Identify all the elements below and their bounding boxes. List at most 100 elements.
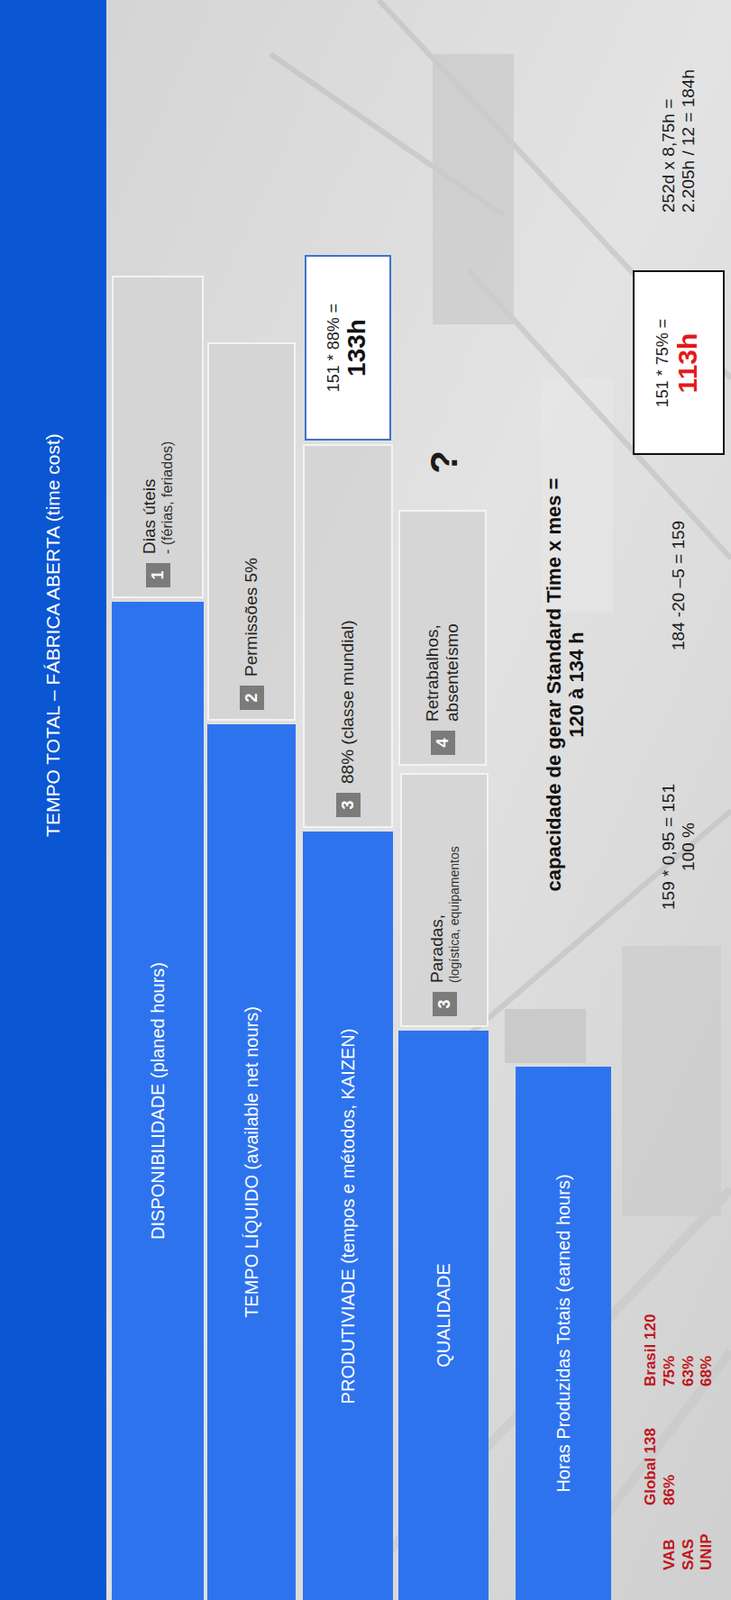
label-frame: ? <box>401 419 487 505</box>
text-frame: TEMPO TOTAL – FÁBRICA ABERTA (time cost) <box>0 0 107 1600</box>
node-text: TEMPO LÍQUIDO (available net nours) <box>241 1006 263 1319</box>
table-cell: 68% <box>697 1279 716 1388</box>
time-bar: PRODUTIVIADE (tempos e métodos, KAIZEN) <box>302 831 393 1600</box>
photo-shape <box>621 946 722 1217</box>
node-text: - (férias, feriados) <box>159 441 176 555</box>
text-stack: Horas Produzidas Totais (earned hours) <box>553 1174 575 1493</box>
node-text: 3 <box>435 1000 455 1010</box>
photo-shape <box>504 1009 586 1064</box>
note-text: 120 à 134 h <box>565 631 588 738</box>
loss-box: Dias úteis- (férias, feriados) 1 <box>111 275 204 599</box>
calc-note: 184 -20 –5 = 159 <box>630 464 727 708</box>
node-text: 151 * 88% = <box>324 303 344 393</box>
question-mark: ? <box>401 419 487 505</box>
note-text: 159 * 0,95 = 151 <box>658 784 679 911</box>
table-cell: 75% <box>660 1279 679 1388</box>
capacity-note: capacidade de gerar Standard Time x mes … <box>520 342 610 1028</box>
result-box: 151 * 88% =133h <box>304 255 392 441</box>
node-text: 133h <box>342 319 372 377</box>
note-text: ? <box>421 450 466 475</box>
note-text: 100 % <box>678 822 699 872</box>
note-text: 184 -20 –5 = 159 <box>668 520 689 651</box>
calc-note: 159 * 0,95 = 151100 % <box>630 721 727 974</box>
text-stack: 151 * 88% =133h <box>324 303 373 393</box>
text-frame: 151 * 75% =113h <box>634 272 723 454</box>
photo-shape <box>432 54 514 325</box>
step-number: 4 <box>430 731 456 756</box>
text-stack: TEMPO TOTAL – FÁBRICA ABERTA (time cost) <box>42 433 64 838</box>
note-text: capacidade de gerar Standard Time x mes … <box>542 478 566 893</box>
text-stack: PRODUTIVIADE (tempos e métodos, KAIZEN) <box>338 1028 359 1405</box>
text-frame: 151 * 88% =133h <box>306 256 390 439</box>
label-frame: 159 * 0,95 = 151100 % <box>630 721 727 974</box>
node-text: PRODUTIVIADE (tempos e métodos, KAIZEN) <box>338 1028 359 1405</box>
node-text: 151 * 75% = <box>653 318 673 408</box>
text-stack: TEMPO LÍQUIDO (available net nours) <box>241 1006 263 1319</box>
note-text: 252d x 8,75h = 2.205h / 12 = 184h <box>658 57 699 213</box>
node-text: Retrabalhos, absenteísmo <box>422 586 463 722</box>
label-frame: 252d x 8,75h = 2.205h / 12 = 184h <box>630 10 727 259</box>
loss-box: 88% (classe mundial) 3 <box>302 444 393 829</box>
node-text: 4 <box>433 739 453 749</box>
step-number: 3 <box>336 793 361 818</box>
time-bar: QUALIDADE <box>398 1031 489 1600</box>
label-frame: 184 -20 –5 = 159 <box>630 464 727 708</box>
node-text: Paradas, <box>427 914 448 984</box>
loss-box: Retrabalhos, absenteísmo 4 <box>398 510 487 767</box>
table-cell: UNIP <box>697 1516 716 1572</box>
time-bar: Horas Produzidas Totais (earned hours) <box>515 1067 612 1600</box>
node-text: 3 <box>338 801 358 811</box>
table-cell: 63% <box>679 1279 698 1388</box>
table-cell: SAS <box>679 1516 698 1572</box>
text-frame: PRODUTIVIADE (tempos e métodos, KAIZEN) <box>302 831 393 1600</box>
text-frame: TEMPO LÍQUIDO (available net nours) <box>207 724 296 1600</box>
text-frame: QUALIDADE <box>398 1031 489 1600</box>
photo-machinery <box>270 0 731 1600</box>
text-frame: Paradas,(logística, equipamentos 3 <box>402 775 487 1026</box>
text-frame: Retrabalhos, absenteísmo 4 <box>400 511 485 765</box>
time-bar: TEMPO TOTAL – FÁBRICA ABERTA (time cost) <box>0 0 107 1600</box>
table-cell: VAB <box>660 1516 679 1572</box>
text-stack: Dias úteis- (férias, feriados) <box>139 441 176 555</box>
node-text: Permissões 5% <box>241 557 262 677</box>
text-frame: Horas Produzidas Totais (earned hours) <box>515 1067 612 1600</box>
text-frame: DISPONIBILIDADE (planed hours) <box>111 602 204 1600</box>
node-text: 1 <box>148 571 168 581</box>
table-cell: Brasil 120 <box>641 1279 660 1388</box>
step-number: 1 <box>146 563 171 588</box>
step-number: 2 <box>239 685 265 711</box>
table-cell: 86% <box>660 1398 679 1507</box>
text-frame: Permissões 5% 2 <box>209 344 294 720</box>
text-stack: DISPONIBILIDADE (planed hours) <box>147 962 169 1241</box>
step-number: 3 <box>432 992 457 1017</box>
loss-box: Paradas,(logística, equipamentos 3 <box>400 773 489 1028</box>
node-text: QUALIDADE <box>433 1263 455 1369</box>
node-text: (logística, equipamentos <box>447 846 462 984</box>
text-stack: Retrabalhos, absenteísmo <box>422 586 463 722</box>
time-bar: TEMPO LÍQUIDO (available net nours) <box>207 724 296 1600</box>
text-stack: Paradas,(logística, equipamentos <box>427 846 462 984</box>
table-cell: Global 138 <box>641 1398 660 1507</box>
label-frame: capacidade de gerar Standard Time x mes … <box>520 342 610 1028</box>
result-box: 151 * 75% =113h <box>632 270 725 456</box>
node-text: TEMPO TOTAL – FÁBRICA ABERTA (time cost) <box>42 433 64 838</box>
node-text: 113h <box>672 332 704 393</box>
text-stack: 88% (classe mundial) <box>338 620 358 785</box>
text-stack: 151 * 75% =113h <box>653 318 704 408</box>
calc-note: 252d x 8,75h = 2.205h / 12 = 184h <box>630 10 727 259</box>
node-text: 88% (classe mundial) <box>338 620 358 785</box>
benchmark-table: Global 138 Brasil 120VAB 86% 75% SAS 63% UNIP 6… <box>630 1257 727 1593</box>
text-stack: Permissões 5% <box>241 557 262 677</box>
text-frame: 88% (classe mundial) 3 <box>304 446 392 827</box>
text-frame: Dias úteis- (férias, feriados) 1 <box>113 277 202 597</box>
node-text: DISPONIBILIDADE (planed hours) <box>147 962 169 1241</box>
time-bar: DISPONIBILIDADE (planed hours) <box>111 602 204 1600</box>
text-stack: QUALIDADE <box>433 1263 455 1369</box>
node-text: Horas Produzidas Totais (earned hours) <box>553 1174 575 1493</box>
node-text: 2 <box>242 694 262 704</box>
label-frame: Global 138 Brasil 120VAB 86% 75% SAS 63% UNIP 6… <box>630 1257 727 1593</box>
loss-box: Permissões 5% 2 <box>207 342 296 722</box>
node-text: Dias úteis <box>139 479 160 555</box>
